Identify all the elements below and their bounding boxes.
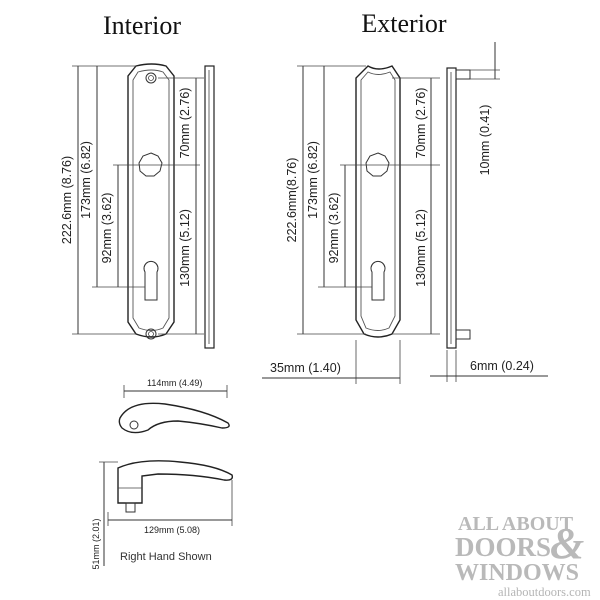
lever-side-view: [99, 460, 234, 566]
interior-plate-drawing: [72, 63, 215, 349]
lever-top-view: [118, 385, 230, 434]
lever-length-top-dim: 114mm (4.49): [147, 378, 202, 388]
exterior-title: Exterior: [361, 9, 447, 38]
exterior-overall-dim: 222.6mm(8.76): [285, 158, 299, 243]
interior-escutcheon: [127, 63, 175, 338]
interior-to-spindle-dim: 173mm (6.82): [79, 141, 93, 219]
logo-url: allaboutdoors.com: [498, 585, 591, 599]
interior-top-screw: [145, 72, 157, 84]
interior-bottom-screw: [145, 328, 157, 340]
exterior-cylinder-keyhole: [370, 260, 386, 301]
exterior-spindle-rosette: [365, 152, 390, 177]
logo-line-windows: WINDOWS: [455, 560, 579, 586]
exterior-width-dim: 35mm (1.40): [270, 361, 341, 375]
interior-spindle-top-dim: 70mm (2.76): [178, 88, 192, 159]
exterior-to-cylinder-dim: 92mm (3.62): [327, 193, 341, 264]
logo-line-all-about: ALL ABOUT: [458, 513, 574, 535]
interior-spindle-cyl-dim: 130mm (5.12): [178, 209, 192, 287]
right-hand-caption: Right Hand Shown: [120, 551, 212, 563]
interior-overall-dim: 222.6mm (8.76): [60, 156, 74, 244]
logo-ampersand: &: [550, 519, 584, 568]
exterior-side-profile: [446, 67, 457, 349]
exterior-spindle-cyl-dim: 130mm (5.12): [414, 209, 428, 287]
exterior-spindle-top-dim: 70mm (2.76): [414, 88, 428, 159]
exterior-thickness-dim: 6mm (0.24): [470, 359, 534, 373]
exterior-escutcheon: [355, 65, 401, 338]
exterior-screw-dim: 10mm (0.41): [478, 105, 492, 176]
lever-height-dim: 51mm (2.01): [91, 518, 101, 569]
interior-spindle-rosette: [138, 152, 163, 177]
exterior-top-post: [455, 69, 471, 80]
lever-length-side-dim: 129mm (5.08): [144, 525, 200, 535]
interior-side-profile: [204, 65, 215, 349]
logo-line-doors: DOORS: [455, 532, 551, 562]
interior-to-cylinder-dim: 92mm (3.62): [100, 193, 114, 264]
interior-title: Interior: [103, 11, 181, 40]
exterior-to-spindle-dim: 173mm (6.82): [306, 141, 320, 219]
interior-cylinder-keyhole: [143, 260, 159, 301]
exterior-bottom-post: [455, 329, 471, 340]
exterior-plate-drawing: [262, 42, 548, 384]
brand-logo: ALL ABOUT DOORS & WINDOWS allaboutdoors.…: [455, 513, 591, 599]
